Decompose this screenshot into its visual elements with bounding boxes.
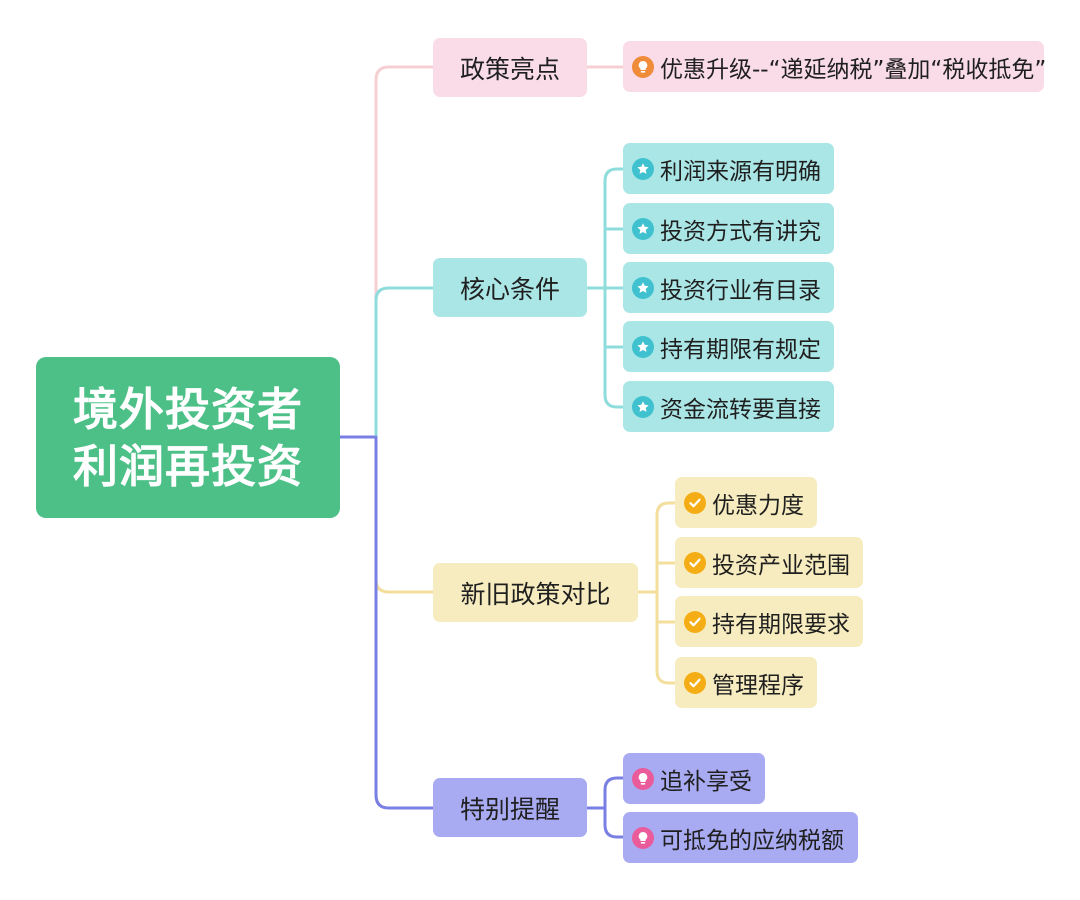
- leaf-comparison-4[interactable]: 管理程序: [675, 657, 817, 708]
- check-icon: [684, 671, 706, 694]
- leaf-comparison-3[interactable]: 持有期限要求: [675, 596, 863, 647]
- leaf-comparison-2[interactable]: 投资产业范围: [675, 537, 863, 588]
- leaf-comparison-1[interactable]: 优惠力度: [675, 477, 817, 528]
- star-icon: [632, 157, 654, 180]
- branch-policy-highlights[interactable]: 政策亮点: [433, 38, 587, 97]
- branch-label: 政策亮点: [459, 54, 560, 84]
- leaf-label: 资金流转要直接: [660, 396, 821, 423]
- root-title-line2: 利润再投资: [72, 439, 303, 493]
- branch-label: 新旧政策对比: [460, 579, 611, 609]
- leaf-label: 投资方式有讲究: [660, 218, 821, 245]
- leaf-condition-1[interactable]: 利润来源有明确: [623, 143, 834, 194]
- lightbulb-icon: [632, 826, 654, 849]
- star-icon: [632, 217, 654, 240]
- leaf-label: 投资产业范围: [712, 552, 850, 579]
- branch-label: 核心条件: [459, 274, 560, 304]
- leaf-label: 追补享受: [660, 768, 752, 795]
- leaf-highlight-1[interactable]: 优惠升级--“递延纳税”叠加“税收抵免”: [623, 41, 1047, 92]
- star-icon: [632, 395, 654, 418]
- leaf-condition-3[interactable]: 投资行业有目录: [623, 262, 834, 313]
- check-icon: [684, 491, 706, 514]
- lightbulb-icon: [632, 767, 654, 790]
- leaf-label: 优惠力度: [712, 492, 804, 519]
- leaf-reminder-1[interactable]: 追补享受: [623, 753, 765, 804]
- root-topic[interactable]: 境外投资者 利润再投资: [36, 357, 340, 518]
- leaf-label: 优惠升级--“递延纳税”叠加“税收抵免”: [660, 56, 1047, 83]
- star-icon: [632, 335, 654, 358]
- root-title-line1: 境外投资者: [72, 382, 303, 436]
- leaf-reminder-2[interactable]: 可抵免的应纳税额: [623, 812, 858, 863]
- branch-label: 特别提醒: [459, 794, 560, 824]
- check-icon: [684, 551, 706, 574]
- branch-policy-comparison[interactable]: 新旧政策对比: [433, 563, 638, 622]
- lightbulb-icon: [632, 55, 654, 78]
- leaf-label: 管理程序: [712, 672, 804, 699]
- leaf-label: 利润来源有明确: [660, 158, 821, 185]
- branch-core-conditions[interactable]: 核心条件: [433, 258, 587, 317]
- leaf-label: 持有期限要求: [712, 611, 850, 638]
- star-icon: [632, 276, 654, 299]
- check-icon: [684, 610, 706, 633]
- leaf-label: 投资行业有目录: [660, 277, 821, 304]
- branch-special-reminder[interactable]: 特别提醒: [433, 778, 587, 837]
- leaf-condition-2[interactable]: 投资方式有讲究: [623, 203, 834, 254]
- leaf-label: 持有期限有规定: [660, 336, 821, 363]
- leaf-condition-4[interactable]: 持有期限有规定: [623, 321, 834, 372]
- leaf-condition-5[interactable]: 资金流转要直接: [623, 381, 834, 432]
- leaf-label: 可抵免的应纳税额: [660, 827, 844, 854]
